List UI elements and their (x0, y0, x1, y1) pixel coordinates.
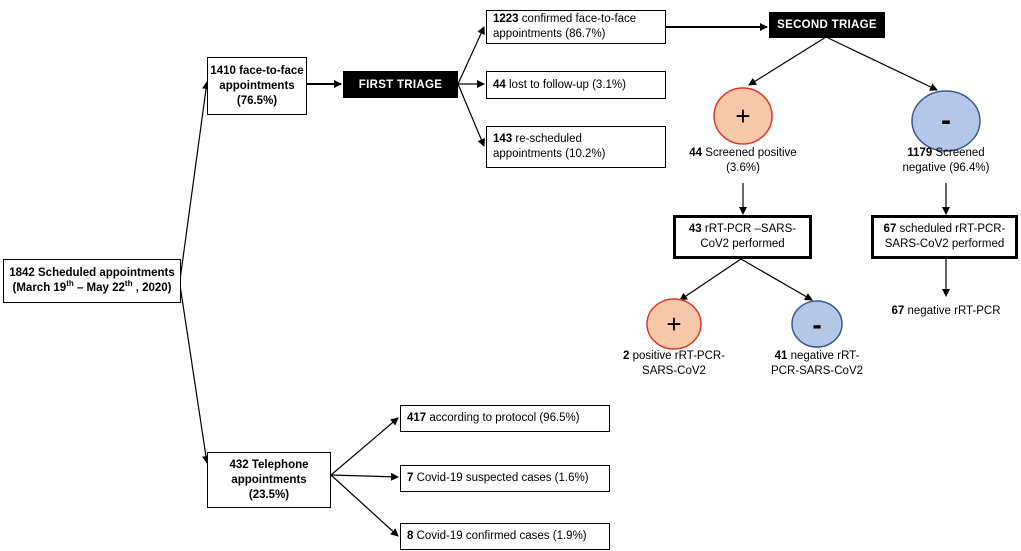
screened-positive-circle (713, 87, 773, 145)
second-triage-box: SECOND TRIAGE (769, 12, 885, 38)
screened-negative-label: 1179 Screened negative (96.4%) (902, 147, 990, 174)
lost-count: 44 (493, 78, 506, 91)
arrow-pcr-to-positive-result (679, 258, 742, 301)
face-to-face-box: 1410 face-to-face appointments (76.5%) (207, 57, 307, 115)
rescheduled-box: 143 re-scheduled appointments (10.2%) (486, 126, 666, 168)
arrow-telephone-to-suspected (330, 472, 399, 481)
arrow-telephone-to-protocol (330, 417, 399, 476)
positive-pcr-label: 2 positive rRT-PCR- SARS-CoV2 (622, 350, 726, 377)
rescheduled-count: 143 (493, 133, 513, 145)
suspected-box: 7 Covid-19 suspected cases (1.6%) (400, 465, 610, 492)
arrow-second-triage-to-positive (748, 36, 827, 86)
lost-box: 44 lost to follow-up (3.1%) (486, 71, 666, 99)
face-to-face-count: 1410 (210, 64, 236, 77)
scheduled-pcr-box: 67 scheduled rRT-PCR- SARS-CoV2 performe… (871, 215, 1018, 259)
arrow-telephone-to-confirmed-cases (330, 474, 399, 537)
confirmed-cases-count: 8 (407, 530, 414, 542)
positive-pcr-circle (646, 298, 702, 350)
suspected-count: 7 (407, 472, 414, 484)
confirmed-box: 1223 confirmed face-to-face appointments… (486, 10, 666, 44)
screened-negative-symbol: - (941, 104, 951, 137)
first-triage-box: FIRST TRIAGE (343, 71, 458, 98)
negative-pcr-label: 41 negative rRT- PCR-SARS-CoV2 (770, 350, 864, 377)
scheduled-appointments-label: 1842 Scheduled appointments (9, 267, 175, 279)
arrow-pcr-to-negative-result (740, 258, 813, 301)
scheduled-appointments-box: 1842 Scheduled appointments (March 19th … (3, 259, 181, 303)
positive-pcr-symbol: + (666, 309, 681, 339)
confirmed-cases-box: 8 Covid-19 confirmed cases (1.9%) (400, 523, 610, 550)
protocol-count: 417 (407, 412, 427, 424)
arrow-second-triage-to-negative (825, 36, 938, 91)
negative-pcr-result-label: 67 negative rRT-PCR (891, 305, 1001, 317)
pcr-performed-box: 43 rRT-PCR –SARS- CoV2 performed (673, 215, 812, 259)
arrow-root-to-telephone (179, 284, 210, 464)
arrow-first-triage-to-confirmed (457, 26, 485, 85)
screened-negative-circle (911, 90, 981, 152)
date-range-label: (March 19th – May 22th , 2020) (12, 279, 172, 294)
confirmed-count: 1223 (493, 13, 519, 25)
screened-positive-label: 44 Screened positive (3.6%) (689, 147, 797, 174)
protocol-box: 417 according to protocol (96.5%) (400, 405, 610, 432)
screened-positive-symbol: + (735, 101, 750, 131)
arrow-first-triage-to-rescheduled (457, 83, 485, 147)
telephone-box: 432 Telephone appointments (23.5%) (207, 452, 331, 508)
telephone-count: 432 (229, 458, 249, 471)
negative-pcr-symbol: - (812, 309, 821, 340)
negative-pcr-circle (791, 300, 843, 348)
arrow-root-to-face-to-face (179, 81, 211, 281)
